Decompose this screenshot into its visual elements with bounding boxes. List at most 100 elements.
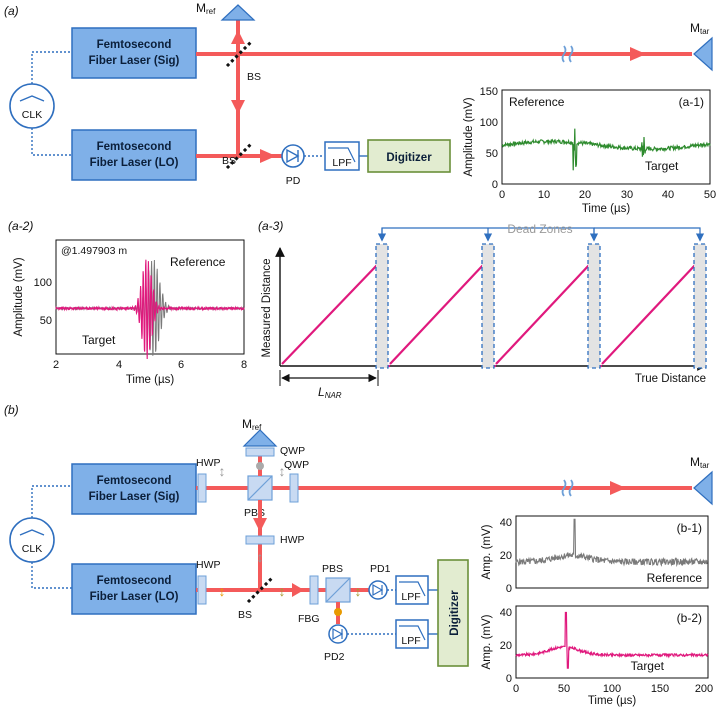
b-pol-sig-icon: ↕ [219,463,226,479]
chart-b1-ytick-1: 20 [500,550,512,562]
clk-circle [9,83,55,129]
chart-b2-yticks: 0 20 40 [500,607,512,685]
b-lpf-1-label: LPF [401,591,420,603]
chart-a2: (a-2) @1.497903 m Reference Target 2 4 6… [8,219,247,386]
chart-a1-xtick-2: 20 [579,189,591,201]
dead-zone-arrow-4 [594,227,705,242]
dead-zone-4 [693,243,707,369]
dead-zone-2 [481,243,495,369]
chart-a2-ylabel: Amplitude (mV) [13,257,25,336]
chart-b2-ytick-1: 20 [500,640,512,652]
b-laser-sig-box [71,463,197,515]
chart-b1-label: (b-1) [677,521,702,535]
a3-ramp-1 [281,263,379,365]
digitizer-label: Digitizer [386,152,432,164]
b-fbg [309,575,319,605]
chart-a1-ytick-0: 0 [492,179,498,191]
lnar-label: LNAR [318,385,342,400]
laser-sig-box [71,27,197,79]
b-hwp-sig-label: HWP [196,457,221,469]
b-mirror-target-icon [693,470,713,506]
chart-b2-xtick-4: 200 [695,683,713,695]
chart-b1-frame [515,515,709,589]
b-pol-lo-icon: ↕ [219,583,226,599]
chart-a1-xtick-3: 30 [621,189,633,201]
panel-a-label: (a) [4,4,19,18]
mirror-target-icon [693,36,713,72]
digitizer-box [367,139,451,173]
b-beam-arrow-fbg [292,583,304,597]
b-lpf-1-icon [399,581,426,597]
chart-a1-xtick-5: 50 [704,189,716,201]
chart-a2-ytick-1: 100 [34,277,52,289]
b-pd2-icon [328,624,348,644]
b-qwp-sig-label: QWP [284,459,309,471]
chart-b2-ytick-0: 0 [506,673,512,685]
b-clk-circle [9,517,55,563]
b-clk-link-lo [31,562,72,589]
chart-a2-xticks: 2 4 6 8 [53,359,247,371]
pd-label: PD [286,175,301,187]
b-pol-sig-icon-2: ↕ [279,463,286,479]
b-pol-mid-icon: ↕ [257,549,264,565]
b-hwp-sig [197,473,207,503]
b-laser-sig-line2: Fiber Laser (Sig) [89,491,180,503]
clk-hands-icon [19,95,45,102]
chart-a1-ytick-2: 100 [480,117,498,129]
chart-b1-ylabel: Amp. (mV) [481,524,493,579]
chart-a1-ylabel: Amplitude (mV) [463,97,475,176]
lpf-curve-icon [328,147,356,163]
b-lpf-2-icon [399,625,426,641]
chart-b2-xtick-3: 150 [651,683,669,695]
b-beam-arrow-down [253,518,267,532]
b-digitizer-box [437,559,469,667]
chart-b2: (b-2) Target 0 20 40 0 50 100 150 200 Am… [481,605,713,707]
lpf-label: LPF [332,157,351,169]
chart-a1-frame [501,89,711,185]
clk-link-sig [31,51,72,84]
a3-ramp-3 [495,263,591,365]
chart-a1-ytick-3: 150 [480,86,498,98]
a3-ramp-4 [601,263,697,365]
a3-ramp-2 [389,263,485,365]
chart-a2-ytick-0: 50 [40,315,52,327]
b-pol-lo-icon-2: ↕ [279,583,286,599]
chart-b2-ytick-2: 40 [500,607,512,619]
chart-a1: Reference Target (a-1) 0 10 20 30 40 50 … [463,86,716,215]
beam-arrow-up [231,30,245,44]
b-pd1-label: PD1 [370,563,391,575]
b-pd2-label: PD2 [324,651,345,663]
b-pol-pd1-icon: ↕ [355,583,362,599]
chart-a1-xlabel: Time (µs) [582,203,631,215]
b-laser-lo-line1: Femtosecond [97,575,172,587]
b-laser-sig-line1: Femtosecond [97,475,172,487]
chart-a1-trace [501,128,711,171]
chart-b2-xlabel: Time (µs) [588,695,637,707]
clk-label: CLK [22,109,42,121]
chart-a2-xtick-2: 6 [178,359,184,371]
b-laser-lo-box [71,563,197,615]
chart-b2-xticks: 0 50 100 150 200 [513,683,713,695]
chart-a1-label: (a-1) [679,95,704,109]
chart-a2-trace-target [55,259,245,360]
chart-a2-xtick-0: 2 [53,359,59,371]
clk-link-lo [31,128,72,156]
dead-zones-label: Dead Zones [507,222,572,236]
b-mirror-ref-icon [242,429,278,447]
chart-b2-xtick-0: 0 [513,683,519,695]
b-clk-link-sig [31,485,72,518]
diode-symbol-icon [286,148,300,164]
chart-a1-xtick-1: 10 [538,189,550,201]
b-hwp-lo-label: HWP [196,559,221,571]
panel-b: (b) Femtosecond Fiber Laser (Sig) Femtos… [4,403,713,667]
chart-a1-reference: Reference [509,95,565,109]
mirror-ref-label: Mref [196,1,216,16]
laser-sig-line1: Femtosecond [97,39,172,51]
b-hwp-mid-label: HWP [280,534,305,546]
b-mirror-target-label: Mtar [690,455,710,470]
chart-b1: (b-1) Reference 0 20 40 Amp. (mV) [481,515,709,595]
dead-zone-3 [587,243,601,369]
dead-zone-1 [375,243,389,369]
b-mirror-ref-label: Mref [242,417,262,432]
